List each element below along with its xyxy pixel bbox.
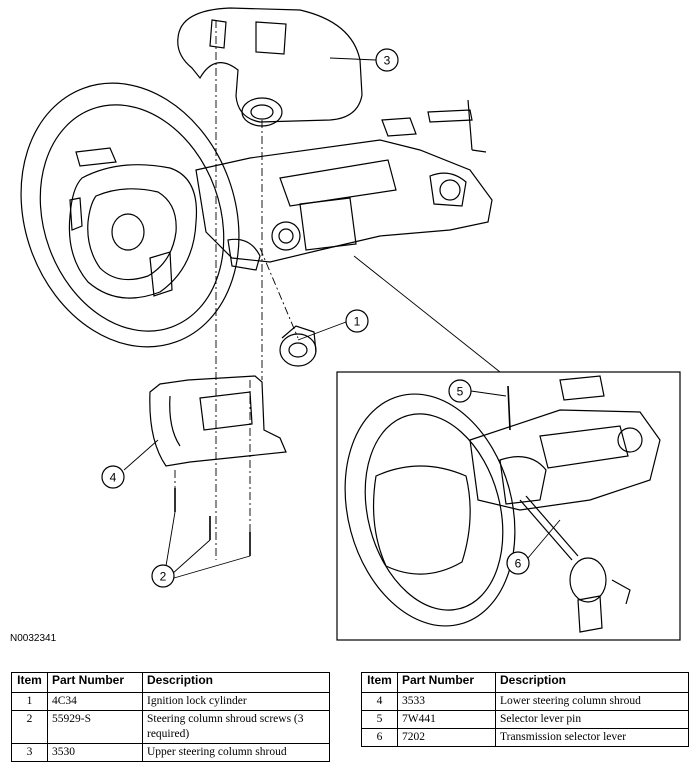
table-row: 2 55929-S Steering column shroud screws … (11, 710, 330, 744)
callout-5: 5 (448, 379, 507, 403)
description-cell: Steering column shroud screws (3 require… (142, 710, 330, 744)
part-number-cell: 55929-S (47, 710, 143, 744)
part-number-cell: 3530 (47, 743, 143, 762)
header-description: Description (495, 672, 689, 693)
header-item: Item (11, 672, 48, 693)
detail-inset-frame (336, 371, 681, 641)
inset-steering-wheel (344, 393, 516, 627)
part-number-cell: 4C34 (47, 692, 143, 711)
callout-3: 3 (329, 48, 399, 72)
item-cell: 3 (11, 743, 48, 762)
table-row: 5 7W441 Selector lever pin (361, 710, 689, 729)
description-cell: Transmission selector lever (495, 728, 689, 747)
callout-4-label: 4 (110, 471, 117, 485)
callout-4: 4 (101, 439, 159, 489)
description-cell: Lower steering column shroud (495, 692, 689, 711)
header-item: Item (361, 672, 398, 693)
item-cell: 1 (11, 692, 48, 711)
callout-1: 1 (297, 309, 369, 341)
description-cell: Ignition lock cylinder (142, 692, 330, 711)
item-cell: 4 (361, 692, 398, 711)
part-number-cell: 3533 (397, 692, 496, 711)
callout-6-label: 6 (515, 557, 522, 571)
steering-wheel (20, 82, 240, 348)
description-cell: Upper steering column shroud (142, 743, 330, 762)
table-row: 4 3533 Lower steering column shroud (361, 692, 689, 711)
inset-steering-column (469, 375, 661, 511)
steering-column-exploded-diagram: 1 2 3 4 5 6 (20, 7, 681, 641)
parts-table-right: Item Part Number Description 4 3533 Lowe… (361, 672, 689, 747)
part-number-cell: 7202 (397, 728, 496, 747)
callout-1-label: 1 (354, 315, 361, 329)
steering-column (195, 99, 493, 271)
header-description: Description (142, 672, 330, 693)
shroud-screws (174, 488, 251, 556)
part-number-cell: 7W441 (397, 710, 496, 729)
lower-shroud (149, 375, 287, 467)
upper-shroud (177, 7, 363, 127)
callout-2-label: 2 (160, 570, 167, 584)
description-cell: Selector lever pin (495, 710, 689, 729)
callout-6: 6 (506, 519, 561, 575)
table-row: 6 7202 Transmission selector lever (361, 728, 689, 747)
table-row: 3 3530 Upper steering column shroud (11, 743, 330, 762)
callout-5-label: 5 (457, 385, 464, 399)
parts-table-left: Item Part Number Description 1 4C34 Igni… (11, 672, 330, 762)
header-part-number: Part Number (397, 672, 496, 693)
alignment-lines (174, 20, 299, 560)
ignition-lock-cylinder (279, 325, 317, 367)
item-cell: 6 (361, 728, 398, 747)
callout-3-label: 3 (384, 54, 391, 68)
table-row: 1 4C34 Ignition lock cylinder (11, 692, 330, 711)
item-cell: 2 (11, 710, 48, 744)
item-cell: 5 (361, 710, 398, 729)
detail-leader-line (353, 255, 501, 373)
header-part-number: Part Number (47, 672, 143, 693)
figure-id: N0032341 (10, 633, 57, 644)
callout-2: 2 (151, 511, 251, 588)
inset-transmission-selector-lever (519, 495, 631, 633)
